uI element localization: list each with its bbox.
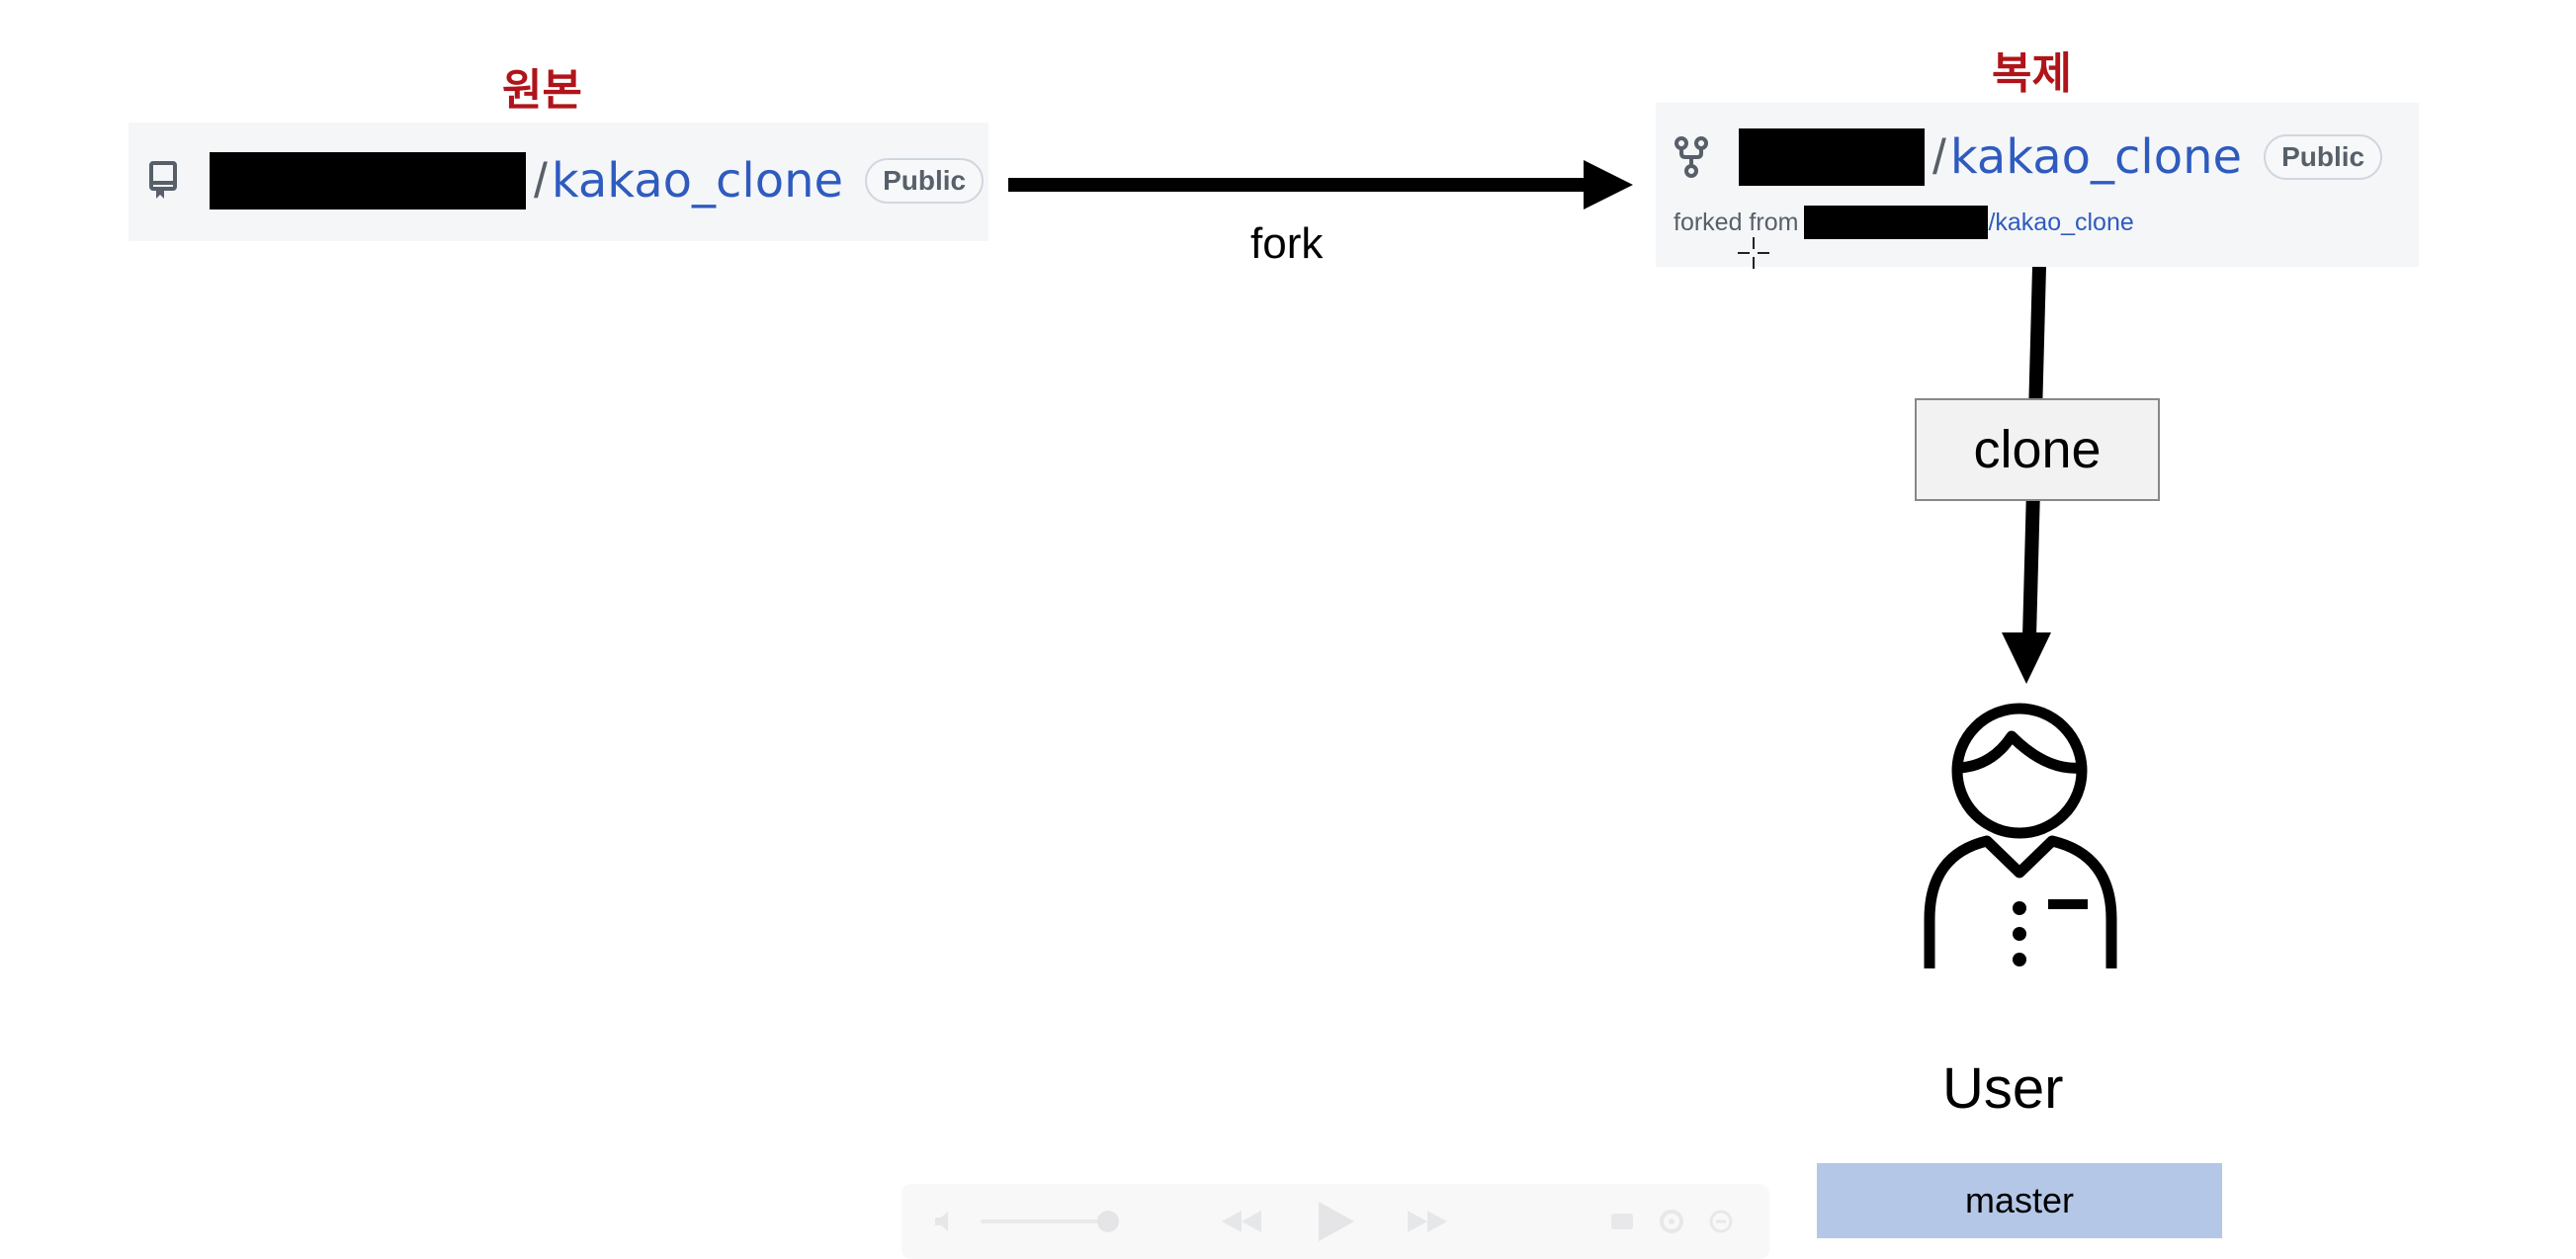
volume-slider-handle[interactable] (1097, 1211, 1119, 1232)
path-separator: / (1932, 129, 1946, 185)
repo-icon (146, 159, 182, 203)
forked-repo-row: / kakao_clone Public (1674, 128, 2383, 186)
user-label: User (1942, 1056, 2064, 1121)
play-icon[interactable] (1313, 1200, 1356, 1243)
redacted-owner (1739, 128, 1925, 186)
original-repo-card: / kakao_clone Public (129, 123, 988, 241)
settings-icon[interactable] (1658, 1208, 1685, 1235)
user-icon (1924, 703, 2117, 968)
original-repo-row: / kakao_clone Public (146, 152, 985, 210)
volume-slider[interactable] (981, 1219, 1119, 1223)
forked-repo-card: / kakao_clone Public forked from /kakao_… (1656, 103, 2419, 267)
visibility-badge: Public (2264, 134, 2383, 180)
media-player-bar[interactable] (902, 1184, 1769, 1259)
clone-label: clone (1915, 398, 2160, 501)
path-separator: / (534, 153, 548, 209)
fork-label: fork (1250, 219, 1324, 268)
cursor-icon (1738, 237, 1769, 269)
rewind-icon[interactable] (1218, 1207, 1265, 1236)
more-icon[interactable] (1707, 1208, 1735, 1235)
original-repo-link[interactable]: kakao_clone (551, 153, 844, 209)
redacted-owner (210, 152, 526, 210)
forked-from-text: forked from (1674, 208, 1799, 236)
caption-icon[interactable] (1608, 1208, 1636, 1235)
redacted-source-owner (1804, 206, 1989, 239)
forked-from-line: forked from /kakao_clone (1674, 206, 2134, 239)
copy-heading: 복제 (1992, 48, 2072, 99)
fast-forward-icon[interactable] (1404, 1207, 1451, 1236)
original-heading: 원본 (502, 65, 582, 116)
volume-icon[interactable] (931, 1207, 961, 1236)
branch-box: master (1817, 1163, 2222, 1238)
forked-repo-link[interactable]: kakao_clone (1949, 129, 2243, 185)
forked-from-link[interactable]: /kakao_clone (1988, 208, 2134, 236)
visibility-badge: Public (865, 158, 985, 204)
fork-icon (1674, 135, 1709, 179)
